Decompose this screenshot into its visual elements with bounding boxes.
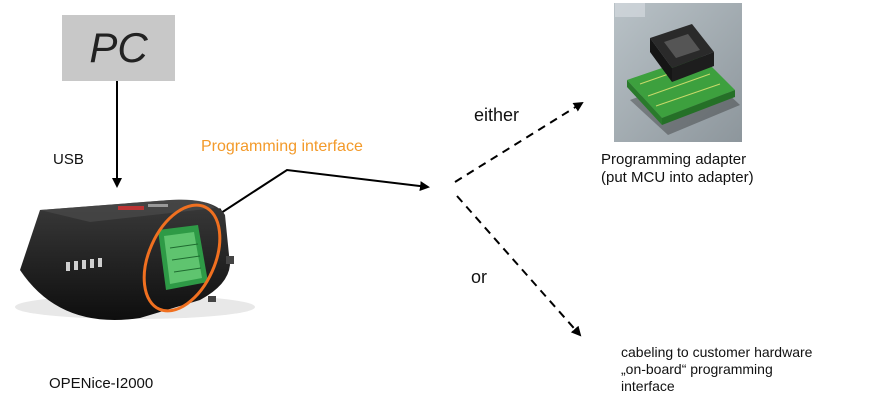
device-name-label: OPENice-I2000 bbox=[49, 375, 154, 392]
adapter-caption-line1: Programming adapter bbox=[601, 151, 747, 168]
interface-highlight-ellipse bbox=[142, 203, 222, 313]
cabeling-line1: cabeling to customer hardware bbox=[621, 344, 813, 360]
pc-box: PC bbox=[62, 15, 175, 81]
programming-adapter-image bbox=[614, 3, 742, 142]
or-label: or bbox=[471, 267, 488, 287]
or-dashed-arrow bbox=[456, 195, 582, 337]
cabeling-line3: interface bbox=[621, 378, 675, 394]
programming-interface-label: Programming interface bbox=[201, 138, 363, 155]
pc-label: PC bbox=[89, 24, 148, 71]
either-dashed-arrow bbox=[454, 101, 584, 183]
cabeling-line2: „on-board“ programming bbox=[621, 361, 773, 377]
programming-interface-arrow bbox=[214, 168, 430, 218]
adapter-caption-line2: (put MCU into adapter) bbox=[601, 169, 754, 186]
either-label: either bbox=[474, 105, 520, 125]
openice-device-image bbox=[15, 199, 255, 320]
usb-label: USB bbox=[53, 151, 84, 168]
